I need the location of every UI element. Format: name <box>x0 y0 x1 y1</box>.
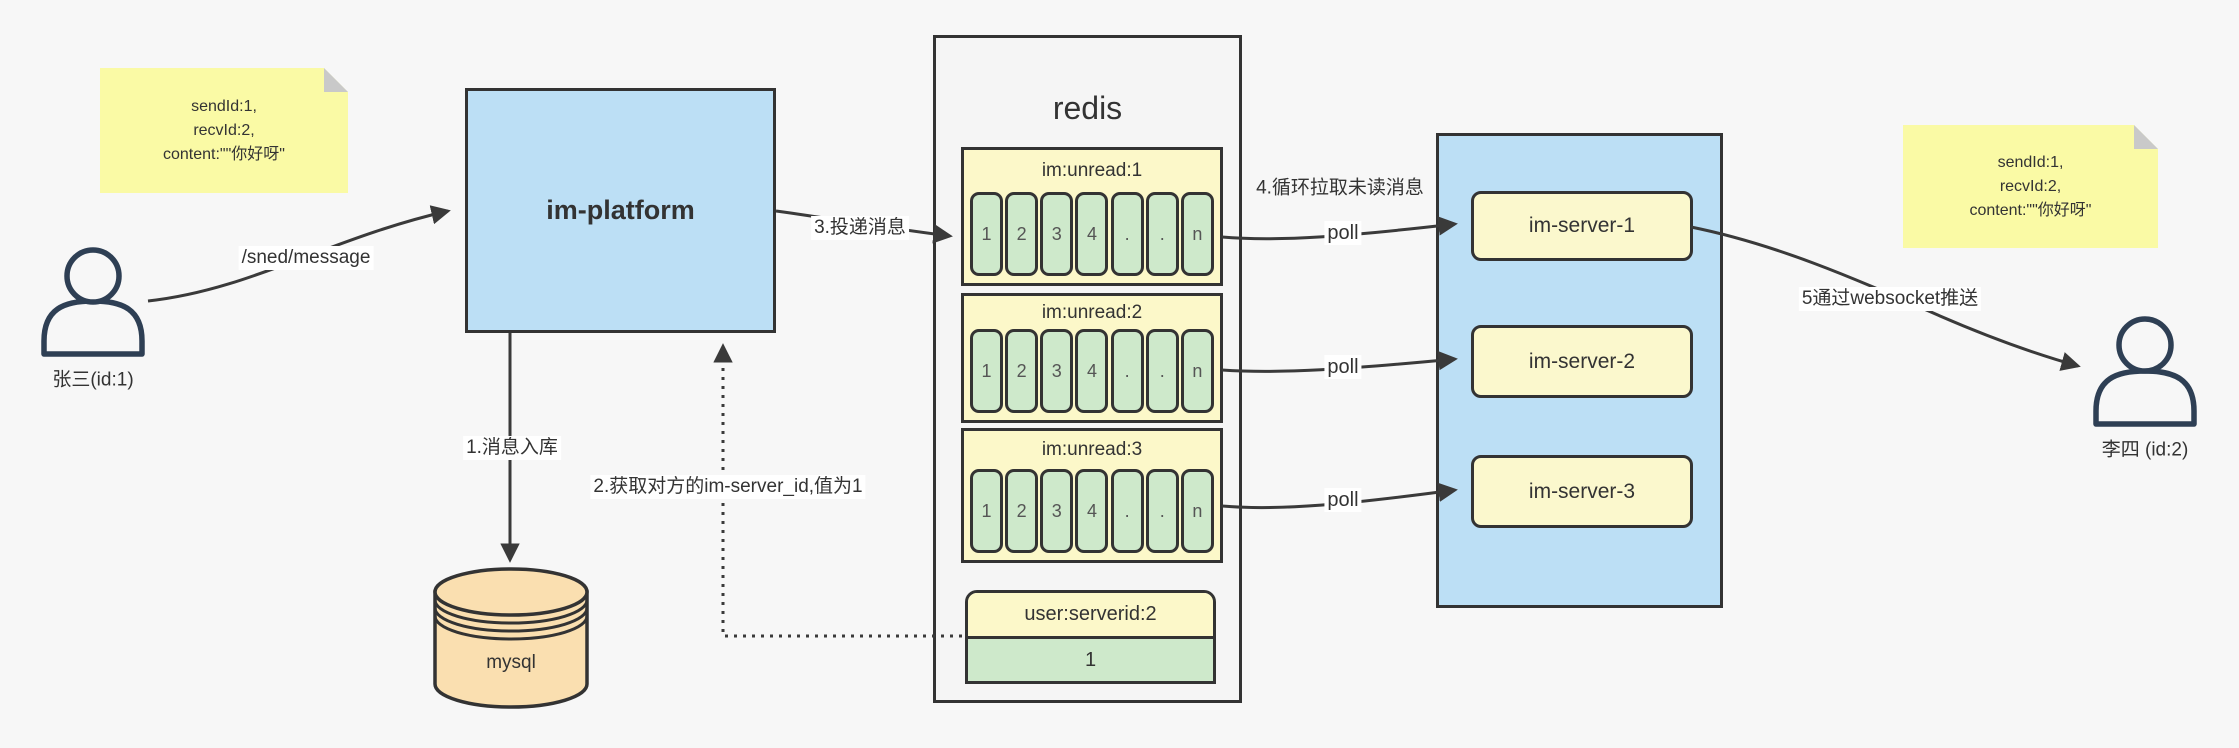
im-server-cluster: im-server-1 im-server-2 im-server-3 <box>1436 133 1723 608</box>
note-line: sendId:1, <box>191 97 257 115</box>
queue-cell: . <box>1145 469 1179 553</box>
queue-cell: . <box>1110 192 1144 276</box>
queue-cell: . <box>1145 329 1179 413</box>
mysql-cylinder-icon <box>433 567 589 709</box>
queue-cell: 4 <box>1075 329 1109 413</box>
receiver-person-icon <box>2093 316 2197 427</box>
queue-cell: 3 <box>1040 469 1074 553</box>
queue-header: im:unread:3 <box>1041 439 1143 460</box>
edge-label-poll-1: poll <box>1324 221 1362 245</box>
queue-cell: 4 <box>1075 192 1109 276</box>
sender-label: 张三(id:1) <box>52 369 134 391</box>
queue-cell: 2 <box>1005 192 1039 276</box>
user-serverid-header: user:serverid:2 <box>968 593 1213 639</box>
note-line: recvId:2, <box>1999 177 2062 195</box>
unread-queue-2: im:unread:2 1 2 3 4 . . n <box>961 293 1223 423</box>
im-server-1-box: im-server-1 <box>1471 191 1693 261</box>
im-platform-label: im-platform <box>546 195 695 225</box>
queue-cell: 2 <box>1005 469 1039 553</box>
queue-cell: 3 <box>1040 329 1074 413</box>
queue-cell: . <box>1110 469 1144 553</box>
queue-header: im:unread:1 <box>1041 160 1143 181</box>
unread-queue-1: im:unread:1 1 2 3 4 . . n <box>961 147 1223 286</box>
note-line: sendId:1, <box>1997 153 2064 171</box>
im-platform-box: im-platform <box>465 88 776 333</box>
queue-cell: n <box>1180 192 1214 276</box>
edge-label-poll-2: poll <box>1324 355 1362 379</box>
queue-cell: 2 <box>1005 329 1039 413</box>
queue-cell: 1 <box>970 329 1003 413</box>
note-line: content:""你好呀" <box>1969 201 2092 219</box>
receiver-message-note: sendId:1, recvId:2, content:""你好呀" <box>1903 125 2158 248</box>
queue-cell: . <box>1110 329 1144 413</box>
receiver-label: 李四 (id:2) <box>2101 439 2189 461</box>
queue-cells: 1 2 3 4 . . n <box>964 192 1220 276</box>
queue-cell: . <box>1145 192 1179 276</box>
sender-message-note: sendId:1, recvId:2, content:""你好呀" <box>100 68 348 193</box>
queue-cell: 4 <box>1075 469 1109 553</box>
mysql-label: mysql <box>486 652 536 673</box>
sender-person-icon <box>41 247 145 357</box>
edge-label-store: 1.消息入库 <box>463 436 561 460</box>
queue-cells: 1 2 3 4 . . n <box>964 469 1220 553</box>
redis-title: redis <box>1052 90 1123 126</box>
edge-label-lookup: 2.获取对方的im-server_id,值为1 <box>590 475 866 499</box>
edge-label-poll-loop: 4.循环拉取未读消息 <box>1256 177 1424 199</box>
queue-cell: n <box>1180 469 1214 553</box>
im-server-2-box: im-server-2 <box>1471 325 1693 398</box>
edge-label-deliver: 3.投递消息 <box>811 216 909 240</box>
redis-container: redis im:unread:1 1 2 3 4 . . n im:unrea… <box>933 35 1242 703</box>
user-serverid-map: user:serverid:2 1 <box>965 590 1216 684</box>
queue-header: im:unread:2 <box>1041 301 1143 323</box>
queue-cell: 3 <box>1040 192 1074 276</box>
note-line: recvId:2, <box>193 121 255 139</box>
edge-label-poll-3: poll <box>1324 488 1362 512</box>
user-serverid-value: 1 <box>968 639 1213 681</box>
note-line: content:""你好呀" <box>163 145 285 163</box>
queue-cell: 1 <box>970 192 1003 276</box>
edge-label-send: /sned/message <box>238 246 374 270</box>
queue-cell: 1 <box>970 469 1003 553</box>
unread-queue-3: im:unread:3 1 2 3 4 . . n <box>961 428 1223 563</box>
queue-cells: 1 2 3 4 . . n <box>964 329 1220 413</box>
im-server-3-box: im-server-3 <box>1471 455 1693 528</box>
queue-cell: n <box>1180 329 1214 413</box>
edge-label-push: 5通过websocket推送 <box>1798 287 1982 311</box>
